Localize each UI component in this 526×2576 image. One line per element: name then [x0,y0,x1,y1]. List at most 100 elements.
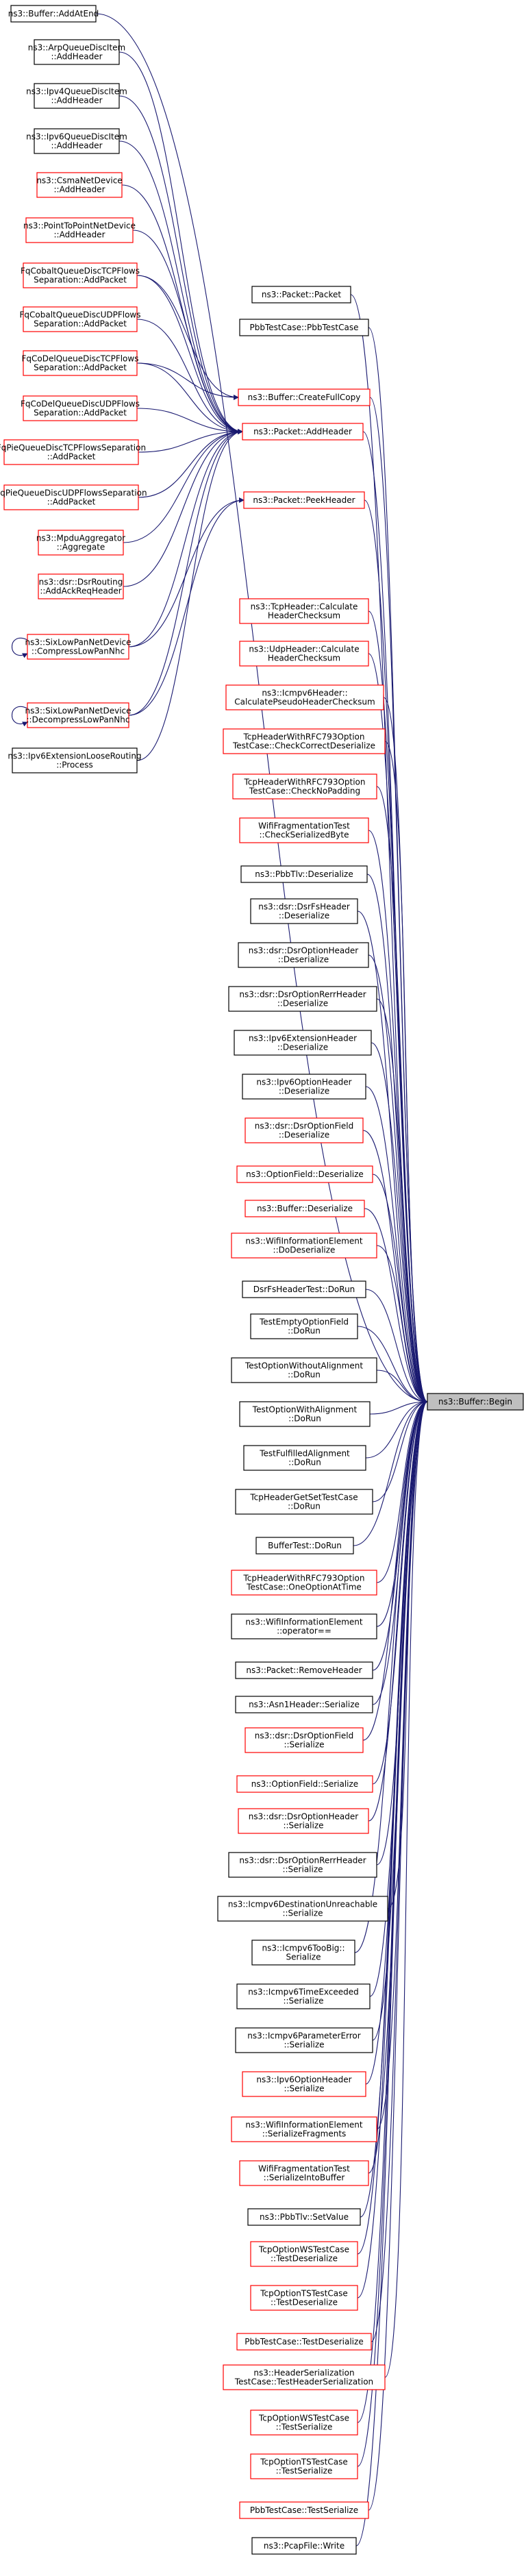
node-wifiinfo-eq[interactable]: ns3::WifiInformationElement::operator== [231,1613,377,1639]
node-pcap-write[interactable]: ns3::PcapFile::Write [251,2537,357,2555]
node-box [27,702,129,728]
node-dsr-addack[interactable]: ns3::dsr::DsrRouting::AddAckReqHeader [38,573,124,599]
node-box [235,2027,373,2053]
node-tcp7930-nopad[interactable]: TcpHeaderWithRFC793OptionTestCase::Check… [232,773,377,800]
node-fqcodel-tcp[interactable]: FqCoDelQueueDiscTCPFlowsSeparation::AddP… [22,350,139,376]
node-label: ::DoRun [288,1370,321,1380]
node-wififrag-check[interactable]: WifiFragmentationTest::CheckSerializedBy… [239,817,369,843]
node-box [243,491,365,509]
node-ipv6q-addheader[interactable]: ns3::Ipv6QueueDiscItem::AddHeader [26,128,127,154]
node-buffer-begin[interactable]: ns3::Buffer::Begin [427,1393,524,1411]
node-asn1-ser[interactable]: ns3::Asn1Header::Serialize [235,1696,373,1713]
node-icmpv6toobig-ser[interactable]: ns3::Icmpv6TooBig::Serialize [251,1940,355,1966]
node-box [34,128,120,154]
node-box [242,1280,366,1298]
node-label: ns3::TcpHeader::Calculate [251,602,358,612]
node-icmpv6param-ser[interactable]: ns3::Icmpv6ParameterError::Serialize [235,2027,373,2053]
edge-testwoalign_dorun-to-buffer_begin [376,1370,428,1404]
node-dsrrerr-deser[interactable]: ns3::dsr::DsrOptionRerrHeader::Deseriali… [228,986,377,1012]
node-tcpts-testdeser[interactable]: TcpOptionTSTestCase::TestDeserialize [250,2285,358,2311]
node-dsropt-deser[interactable]: ns3::dsr::DsrOptionHeader::Deserialize [238,942,369,968]
node-pbb-testdeser[interactable]: PbbTestCase::TestDeserialize [236,2333,372,2351]
node-box [239,817,369,843]
node-ipv4q-addheader[interactable]: ns3::Ipv4QueueDiscItem::AddHeader [26,83,127,109]
node-label: Separation::AddPacket [34,319,127,329]
node-wifiinfo-dodeser[interactable]: ns3::WifiInformationElement::DoDeseriali… [231,1233,377,1259]
edge-pbb_testser-to-buffer_begin [368,1399,428,2511]
node-tcp7930-check[interactable]: TcpHeaderWithRFC793OptionTestCase::Check… [223,728,386,754]
node-box [239,641,369,667]
node-icmpv6-calc[interactable]: ns3::Icmpv6Header::CalculatePseudoHeader… [225,684,384,710]
node-packet-packet[interactable]: ns3::Packet::Packet [251,286,351,304]
node-fqcodel-udp[interactable]: FqCoDelQueueDiscUDPFlowsSeparation::AddP… [21,395,140,421]
node-label: ::AddHeader [51,52,102,62]
node-dsrfs-dorun[interactable]: DsrFsHeaderTest::DoRun [242,1280,366,1298]
node-dsrrerr-ser[interactable]: ns3::dsr::DsrOptionRerrHeader::Serialize [228,1852,377,1878]
node-dsrfs-deser[interactable]: ns3::dsr::DsrFsHeader::Deserialize [250,898,358,924]
node-label: TcpOptionWSTestCase [258,2414,349,2423]
node-tcpgetset-dorun[interactable]: TcpHeaderGetSetTestCase::DoRun [235,1489,373,1515]
node-fqcobalt-tcp[interactable]: FqCobaltQueueDiscTCPFlowsSeparation::Add… [21,262,140,288]
node-pbbtlv-setvalue[interactable]: ns3::PbbTlv::SetValue [247,2208,361,2226]
node-label: ::Serialize [284,1740,324,1750]
node-mpdu-aggregate[interactable]: ns3::MpduAggregator::Aggregate [36,530,125,556]
node-optfield-ser[interactable]: ns3::OptionField::Serialize [236,1775,373,1793]
node-pbb-testcase[interactable]: PbbTestCase::PbbTestCase [239,319,369,336]
node-sixlow-compress[interactable]: ns3::SixLowPanNetDevice::CompressLowPanN… [25,634,132,660]
node-tcpts-testser[interactable]: TcpOptionTSTestCase::TestSerialize [250,2453,358,2479]
node-ipv6opt-ser[interactable]: ns3::Ipv6OptionHeader::Serialize [242,2071,366,2097]
node-tcp7930-oneopt[interactable]: TcpHeaderWithRFC793OptionTestCase::OneOp… [231,1570,377,1596]
node-ipv6ext-process[interactable]: ns3::Ipv6ExtensionLooseRouting::Process [8,747,142,773]
node-buffer-addatend[interactable]: ns3::Buffer::AddAtEnd [8,5,99,23]
node-box [25,217,134,243]
node-buffer-deser[interactable]: ns3::Buffer::Deserialize [245,1200,365,1217]
node-label: ::Serialize [282,1865,323,1874]
node-ipv6ext-deser[interactable]: ns3::Ipv6ExtensionHeader::Deserialize [234,1030,372,1056]
node-box [236,1775,373,1793]
node-optfield-deser[interactable]: ns3::OptionField::Deserialize [236,1165,373,1183]
node-testwalign-dorun[interactable]: TestOptionWithAlignment::DoRun [239,1401,371,1427]
node-fqpie-udp[interactable]: FqPieQueueDiscUDPFlowsSeparation::AddPac… [0,484,147,510]
node-fqpie-tcp[interactable]: FqPieQueueDiscTCPFlowsSeparation::AddPac… [0,439,146,465]
node-sixlow-decompress[interactable]: ns3::SixLowPanNetDevice::DecompressLowPa… [25,702,132,728]
node-testwoalign-dorun[interactable]: TestOptionWithoutAlignment::DoRun [231,1357,377,1383]
node-buffertest-dorun[interactable]: BufferTest::DoRun [255,1537,354,1555]
node-fqcobalt-udp[interactable]: FqCobaltQueueDiscUDPFlowsSeparation::Add… [20,306,141,332]
node-ipv6opt-deser[interactable]: ns3::Ipv6OptionHeader::Deserialize [242,1074,366,1100]
node-label: ns3::dsr::DsrOptionField [255,1731,353,1741]
node-arp-addheader[interactable]: ns3::ArpQueueDiscItem::AddHeader [28,39,126,65]
node-csma-addheader[interactable]: ns3::CsmaNetDevice::AddHeader [36,172,123,198]
node-pbbtlv-deser[interactable]: ns3::PbbTlv::Deserialize [240,865,368,883]
node-box [251,286,351,304]
node-box [243,1445,366,1471]
node-buffer-createfullcopy[interactable]: ns3::Buffer::CreateFullCopy [238,388,371,406]
node-icmpv6time-ser[interactable]: ns3::Icmpv6TimeExceeded::Serialize [236,1983,371,2009]
node-wifiinfo-serfrag[interactable]: ns3::WifiInformationElement::SerializeFr… [231,2116,377,2142]
node-tcpws-testser[interactable]: TcpOptionWSTestCase::TestSerialize [250,2410,358,2436]
node-packet-peekheader[interactable]: ns3::Packet::PeekHeader [243,491,365,509]
node-p2p-addheader[interactable]: ns3::PointToPointNetDevice::AddHeader [23,217,136,243]
node-pbb-testser[interactable]: PbbTestCase::TestSerialize [239,2501,369,2519]
node-packet-removeheader[interactable]: ns3::Packet::RemoveHeader [235,1661,373,1679]
edge-p2p_addheader-to-packet_addheader [132,230,243,434]
node-packet-addheader[interactable]: ns3::Packet::AddHeader [242,423,364,441]
node-testfulfilled-dorun[interactable]: TestFulfilledAlignment::DoRun [243,1445,366,1471]
node-dsropt-ser[interactable]: ns3::dsr::DsrOptionHeader::Serialize [238,1808,369,1834]
node-dsroptfield-ser[interactable]: ns3::dsr::DsrOptionField::Serialize [245,1727,364,1753]
node-testempty-dorun[interactable]: TestEmptyOptionField::DoRun [250,1313,358,1339]
node-label: ::CompressLowPanNhc [32,647,125,656]
edge-optfield_deser-to-buffer_begin [372,1174,428,1404]
node-label: Separation::AddPacket [34,363,127,373]
node-box [231,2116,377,2142]
node-tcpws-testdeser[interactable]: TcpOptionWSTestCase::TestDeserialize [250,2241,358,2267]
node-label: ns3::SixLowPanNetDevice [25,706,131,716]
node-label: ::Aggregate [57,543,105,552]
node-label: ::AddAckReqHeader [40,586,121,596]
node-dsroptfield-deser[interactable]: ns3::dsr::DsrOptionField::Deserialize [245,1117,364,1143]
node-wififrag-serinto[interactable]: WifiFragmentationTest::SerializeIntoBuff… [239,2160,369,2186]
node-headerser-test[interactable]: ns3::HeaderSerializationTestCase::TestHe… [223,2364,386,2390]
node-label: ns3::OptionField::Serialize [251,1779,358,1789]
node-icmpv6dest-ser[interactable]: ns3::Icmpv6DestinationUnreachable::Seria… [217,1896,388,1922]
